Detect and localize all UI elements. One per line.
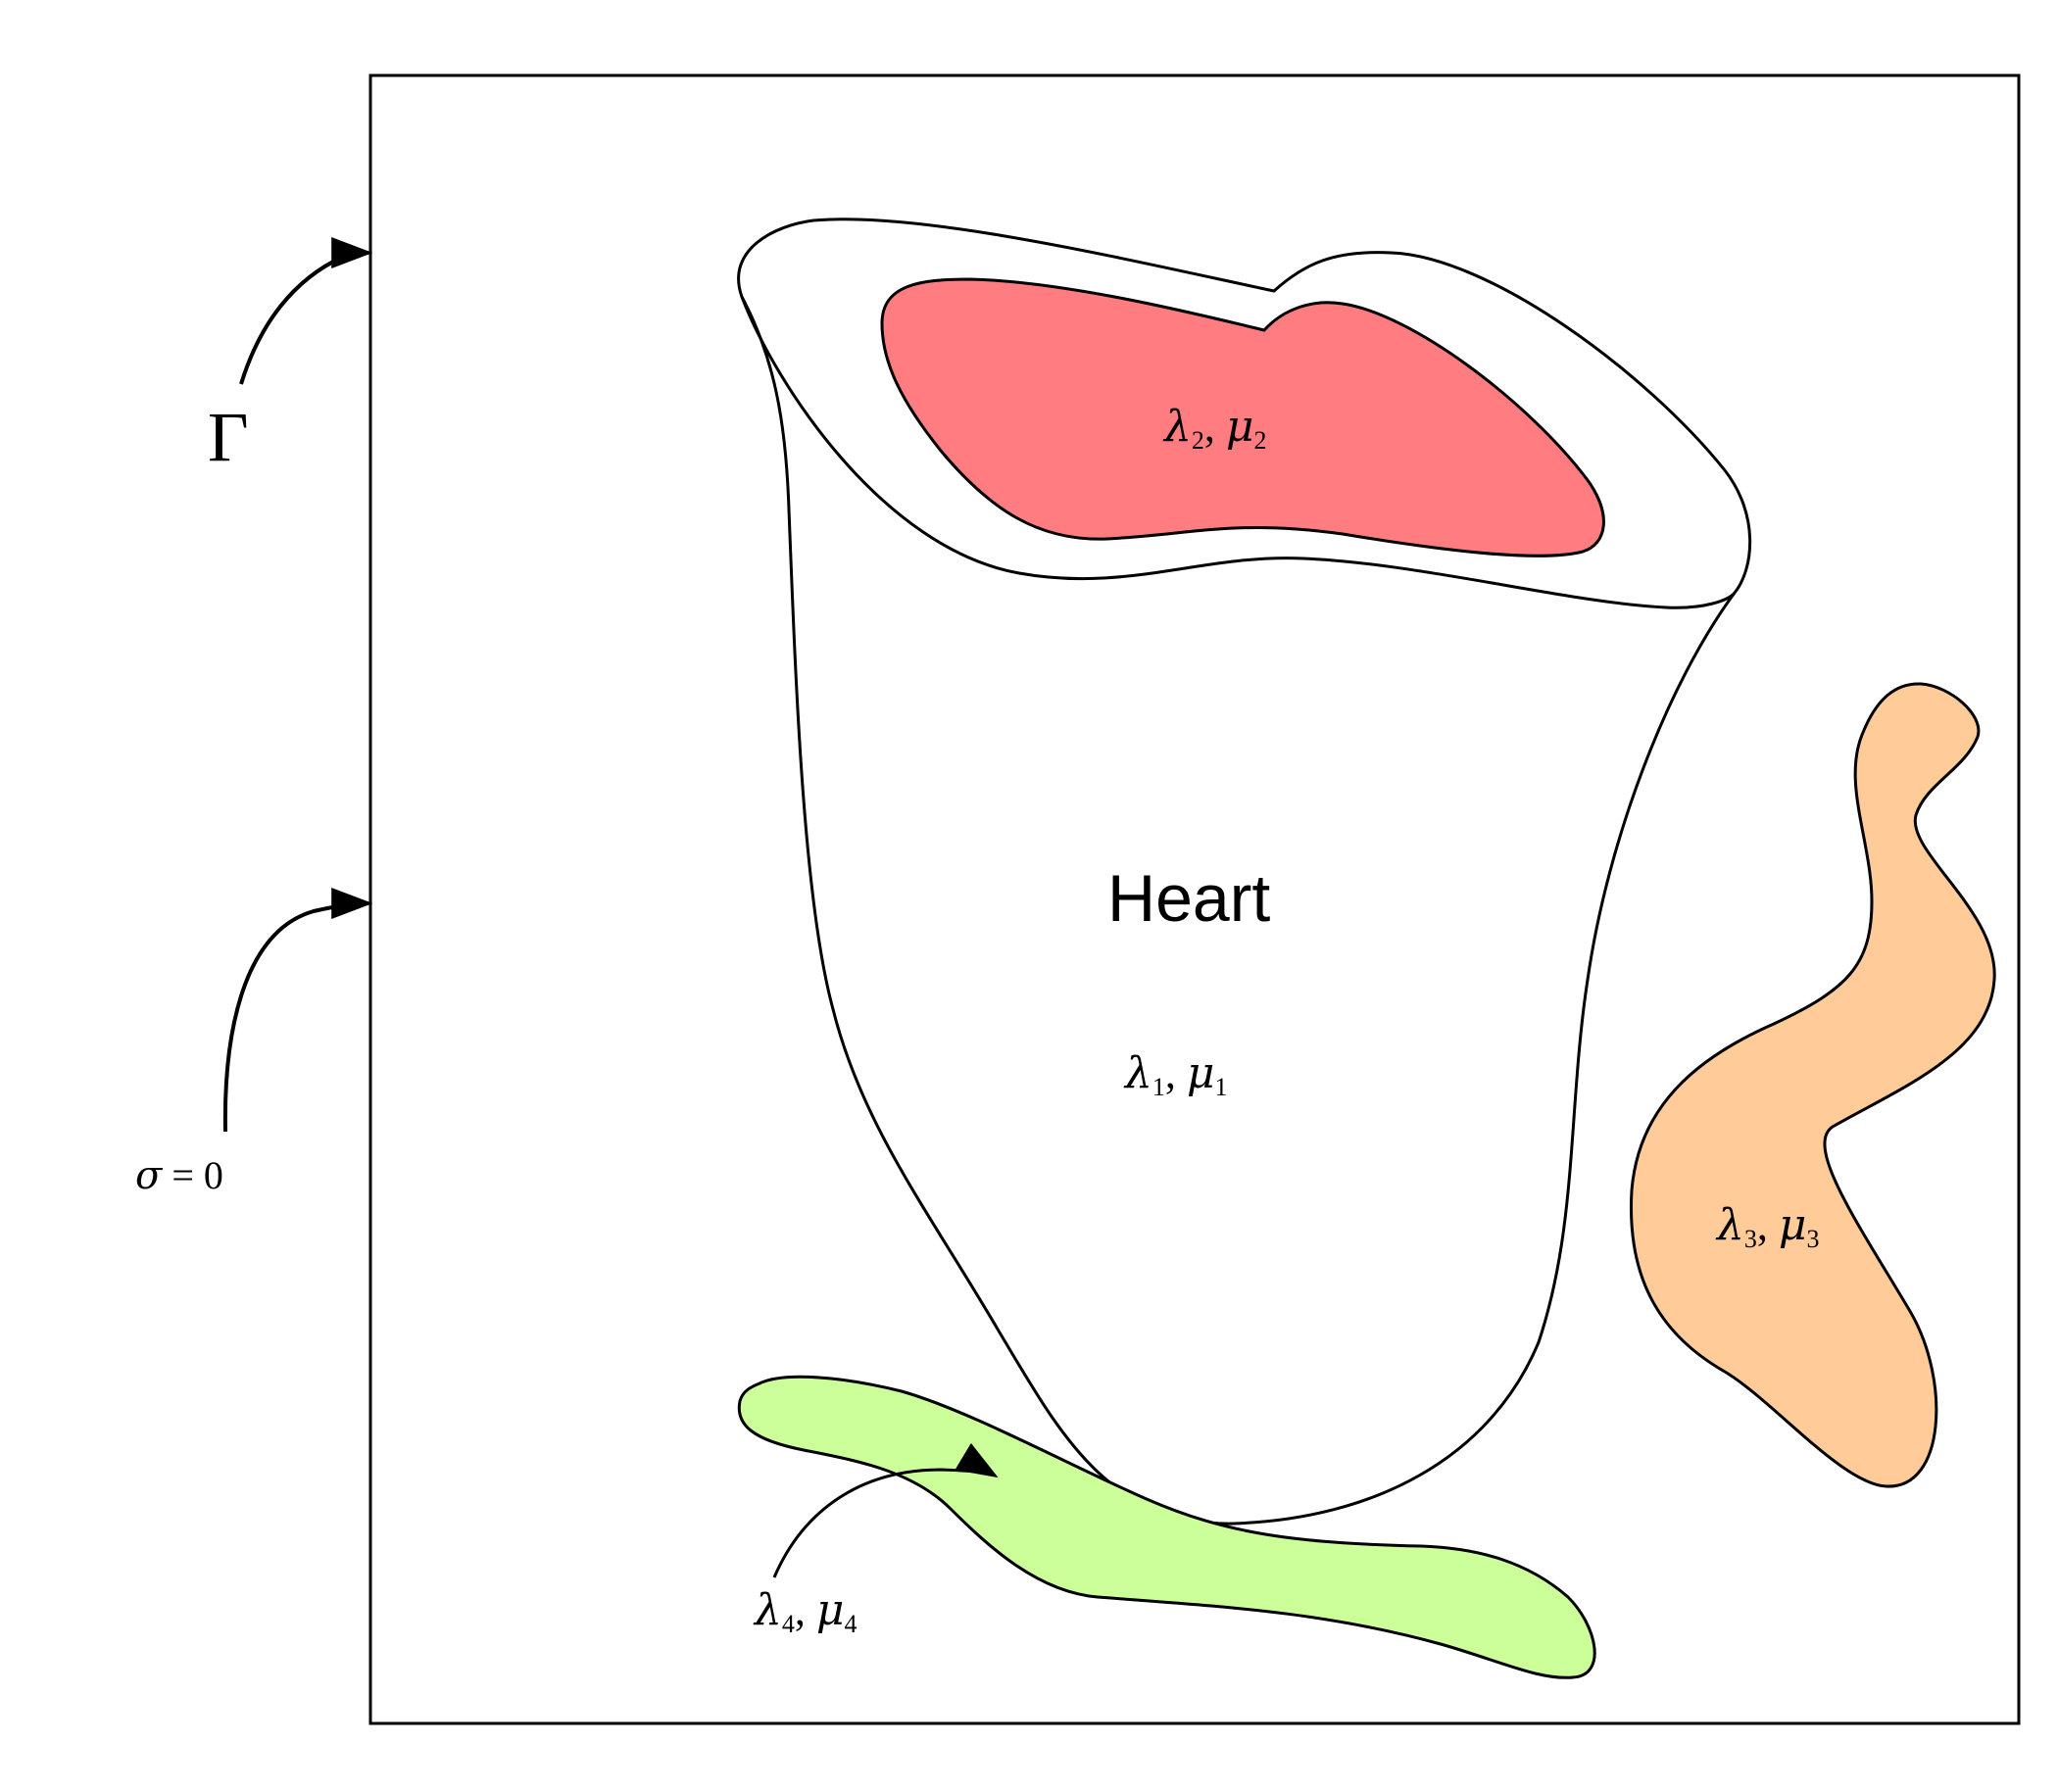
gamma-pointer-arrow: [239, 236, 373, 385]
region3-label: λ3, μ3: [1715, 1200, 1820, 1253]
region4-organ: [737, 1375, 1596, 1679]
region4-label: λ4, μ4: [753, 1585, 858, 1638]
zero-value: 0: [204, 1153, 223, 1197]
region3-organ: [1629, 682, 1996, 1488]
sigma-pointer-arrow: [222, 888, 373, 1133]
region2-cavity: [880, 277, 1605, 557]
gamma-label: Γ: [208, 398, 249, 476]
region1-label: λ1, μ1: [1123, 1048, 1228, 1101]
sigma-symbol: σ: [135, 1153, 164, 1198]
sigma-condition-label: σ = 0: [135, 1153, 223, 1198]
region4-pointer-arrow: [772, 1442, 999, 1578]
heart-label: Heart: [1107, 861, 1270, 936]
equals-sign: =: [162, 1153, 204, 1197]
region2-label: λ2, μ2: [1162, 402, 1267, 455]
heart-rim-line: [740, 296, 1737, 609]
